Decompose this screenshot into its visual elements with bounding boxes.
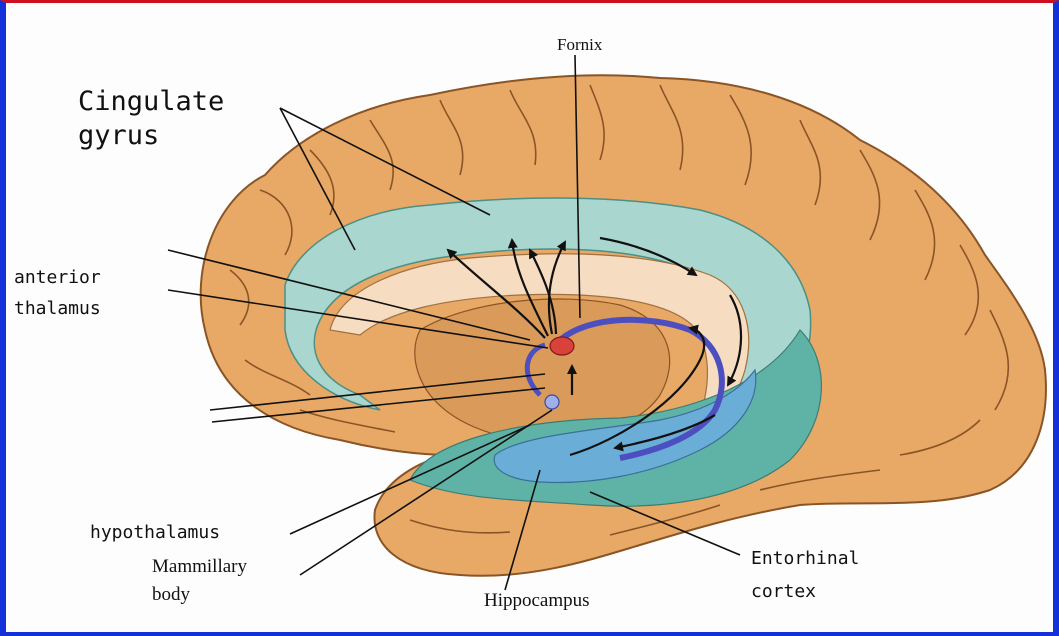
label-mammillary-line1: Mammillary [152, 556, 247, 577]
label-hippocampus: Hippocampus [484, 590, 590, 611]
label-cingulate-line2: gyrus [78, 120, 159, 151]
label-entorhinal-line2: cortex [751, 581, 816, 602]
anterior-thalamus-structure [550, 337, 574, 355]
label-mammillary-line2: body [152, 584, 191, 605]
label-entorhinal-line1: Entorhinal [751, 548, 859, 569]
label-fornix: Fornix [557, 35, 603, 54]
label-anterior-line2: thalamus [14, 298, 101, 319]
label-cingulate-line1: Cingulate [78, 86, 224, 117]
label-hypothalamus: hypothalamus [90, 522, 220, 543]
label-anterior-line1: anterior [14, 267, 101, 288]
mammillary-body-structure [545, 395, 559, 409]
